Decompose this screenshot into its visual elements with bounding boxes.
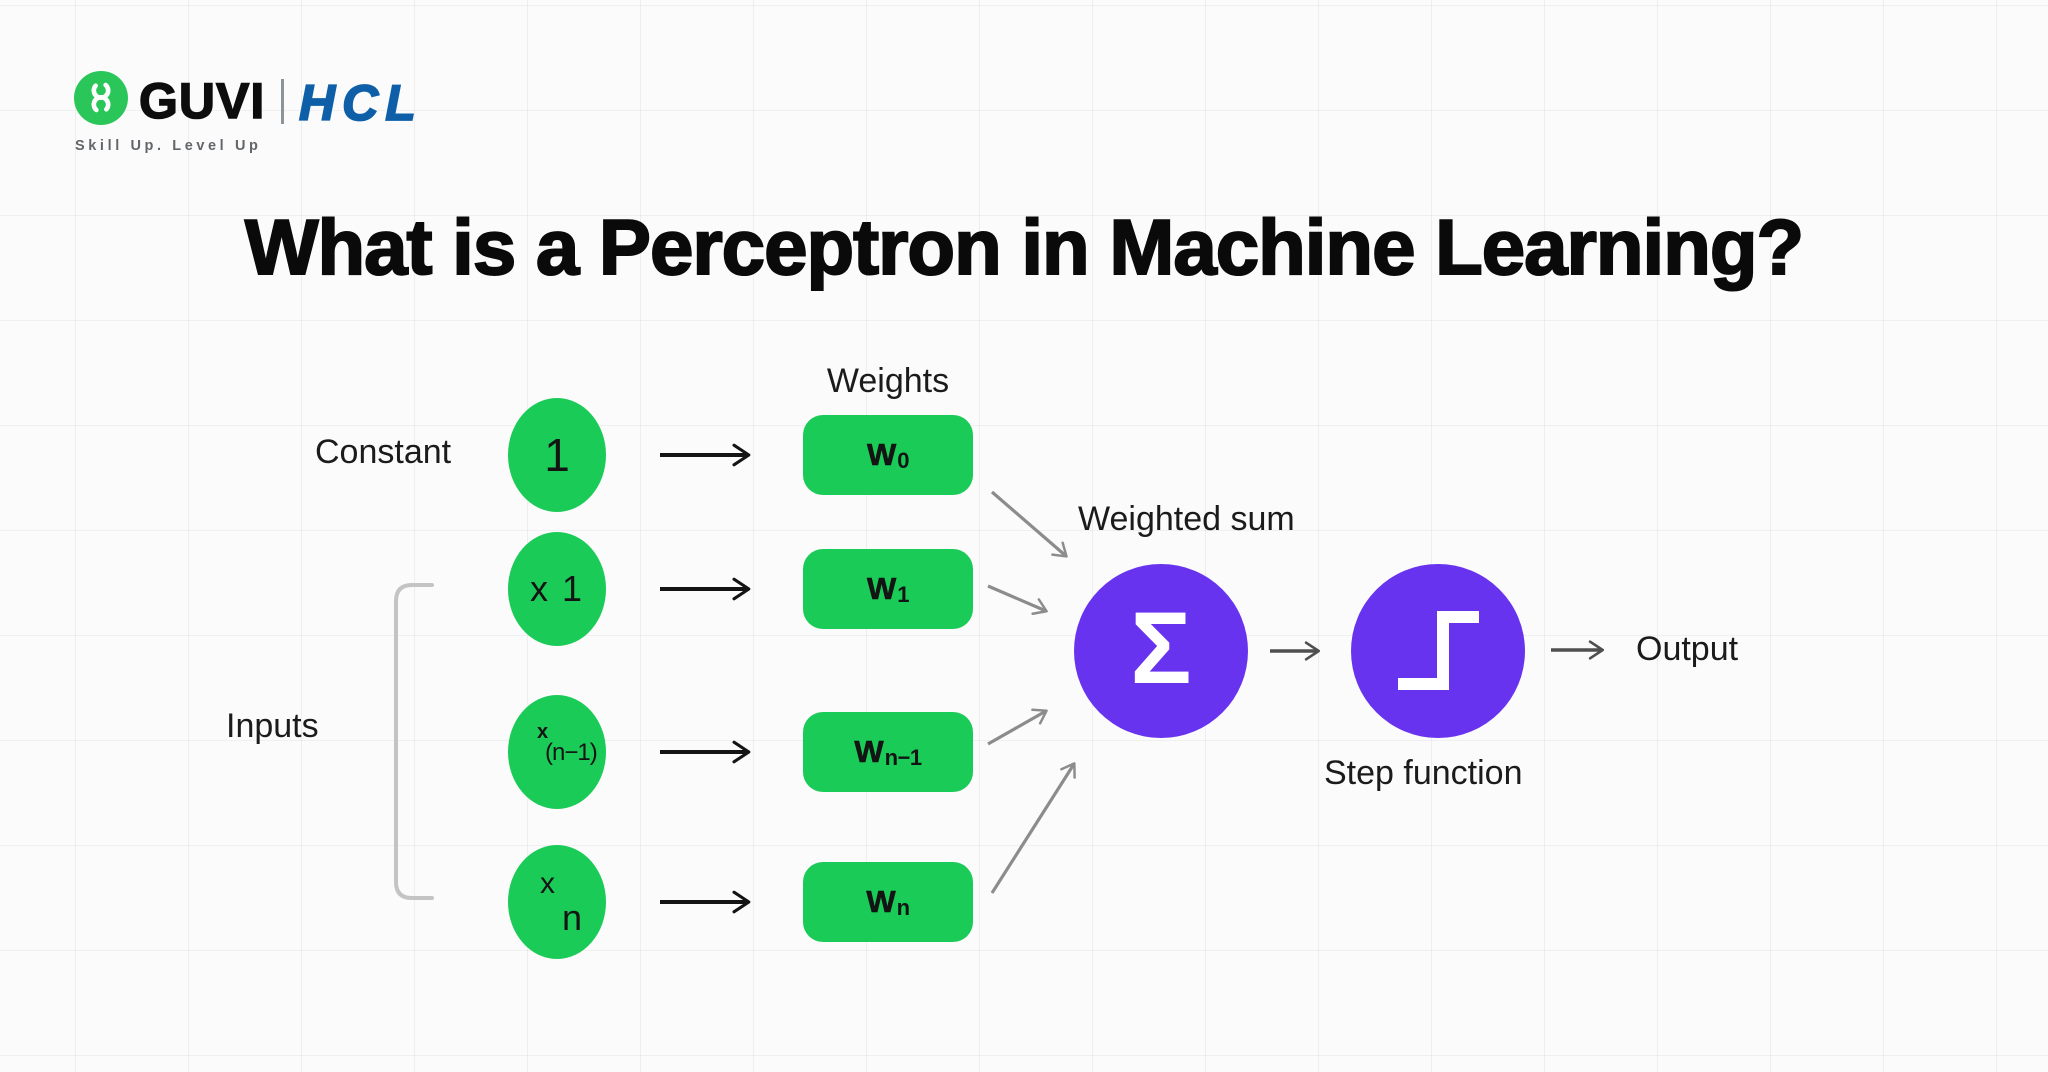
guvi-wordmark: GUVI	[138, 72, 266, 130]
weight-wn-1-base: W	[854, 734, 884, 770]
arrow-wn-to-sum	[990, 762, 1076, 894]
step-function-label: Step function	[1324, 754, 1523, 792]
input-node-xn: x n	[508, 845, 606, 959]
arrow-w1-to-sum	[987, 584, 1048, 615]
page-title: What is a Perceptron in Machine Learning…	[244, 202, 1805, 292]
arrow-wn-1-to-sum	[987, 708, 1048, 746]
step-function-node	[1351, 564, 1525, 738]
brand-tagline: Skill Up. Level Up	[75, 138, 262, 154]
logo-divider	[281, 79, 284, 124]
weight-w1-sub: 1	[897, 582, 909, 607]
input-node-xn-1: x (n−1)	[508, 695, 606, 809]
hcl-wordmark: HCL	[298, 74, 423, 132]
input-node-xn-sub: n	[562, 897, 583, 938]
input-node-constant: 1	[508, 398, 606, 512]
input-node-xn-1-x: x	[537, 721, 549, 743]
weighted-sum-label: Weighted sum	[1078, 500, 1295, 538]
inputs-bracket	[394, 583, 434, 900]
weight-w0-sub: 0	[897, 448, 909, 473]
input-node-x1: x 1	[508, 532, 606, 646]
guvi-glyph-icon	[91, 81, 111, 114]
input-node-constant-text: 1	[544, 429, 570, 481]
weights-label: Weights	[826, 362, 950, 400]
sigma-icon: Σ	[1130, 591, 1192, 705]
inputs-label: Inputs	[226, 707, 319, 745]
weighted-sum-node: Σ	[1074, 564, 1248, 738]
weight-wn-sub: n	[896, 895, 910, 920]
input-node-xn-x: x	[540, 867, 555, 900]
weight-w0-base: W	[866, 437, 897, 473]
constant-label: Constant	[315, 433, 452, 471]
weight-wn-base: W	[866, 884, 896, 920]
output-label: Output	[1636, 630, 1739, 668]
weight-wn-1-sub: n−1	[884, 745, 923, 770]
arrow-w0-to-sum	[990, 490, 1068, 558]
weight-w1-base: W	[866, 571, 897, 607]
guvi-logo-icon	[74, 71, 128, 125]
input-node-xn-1-sub: (n−1)	[545, 739, 598, 766]
input-node-x1-text: x 1	[529, 568, 585, 609]
